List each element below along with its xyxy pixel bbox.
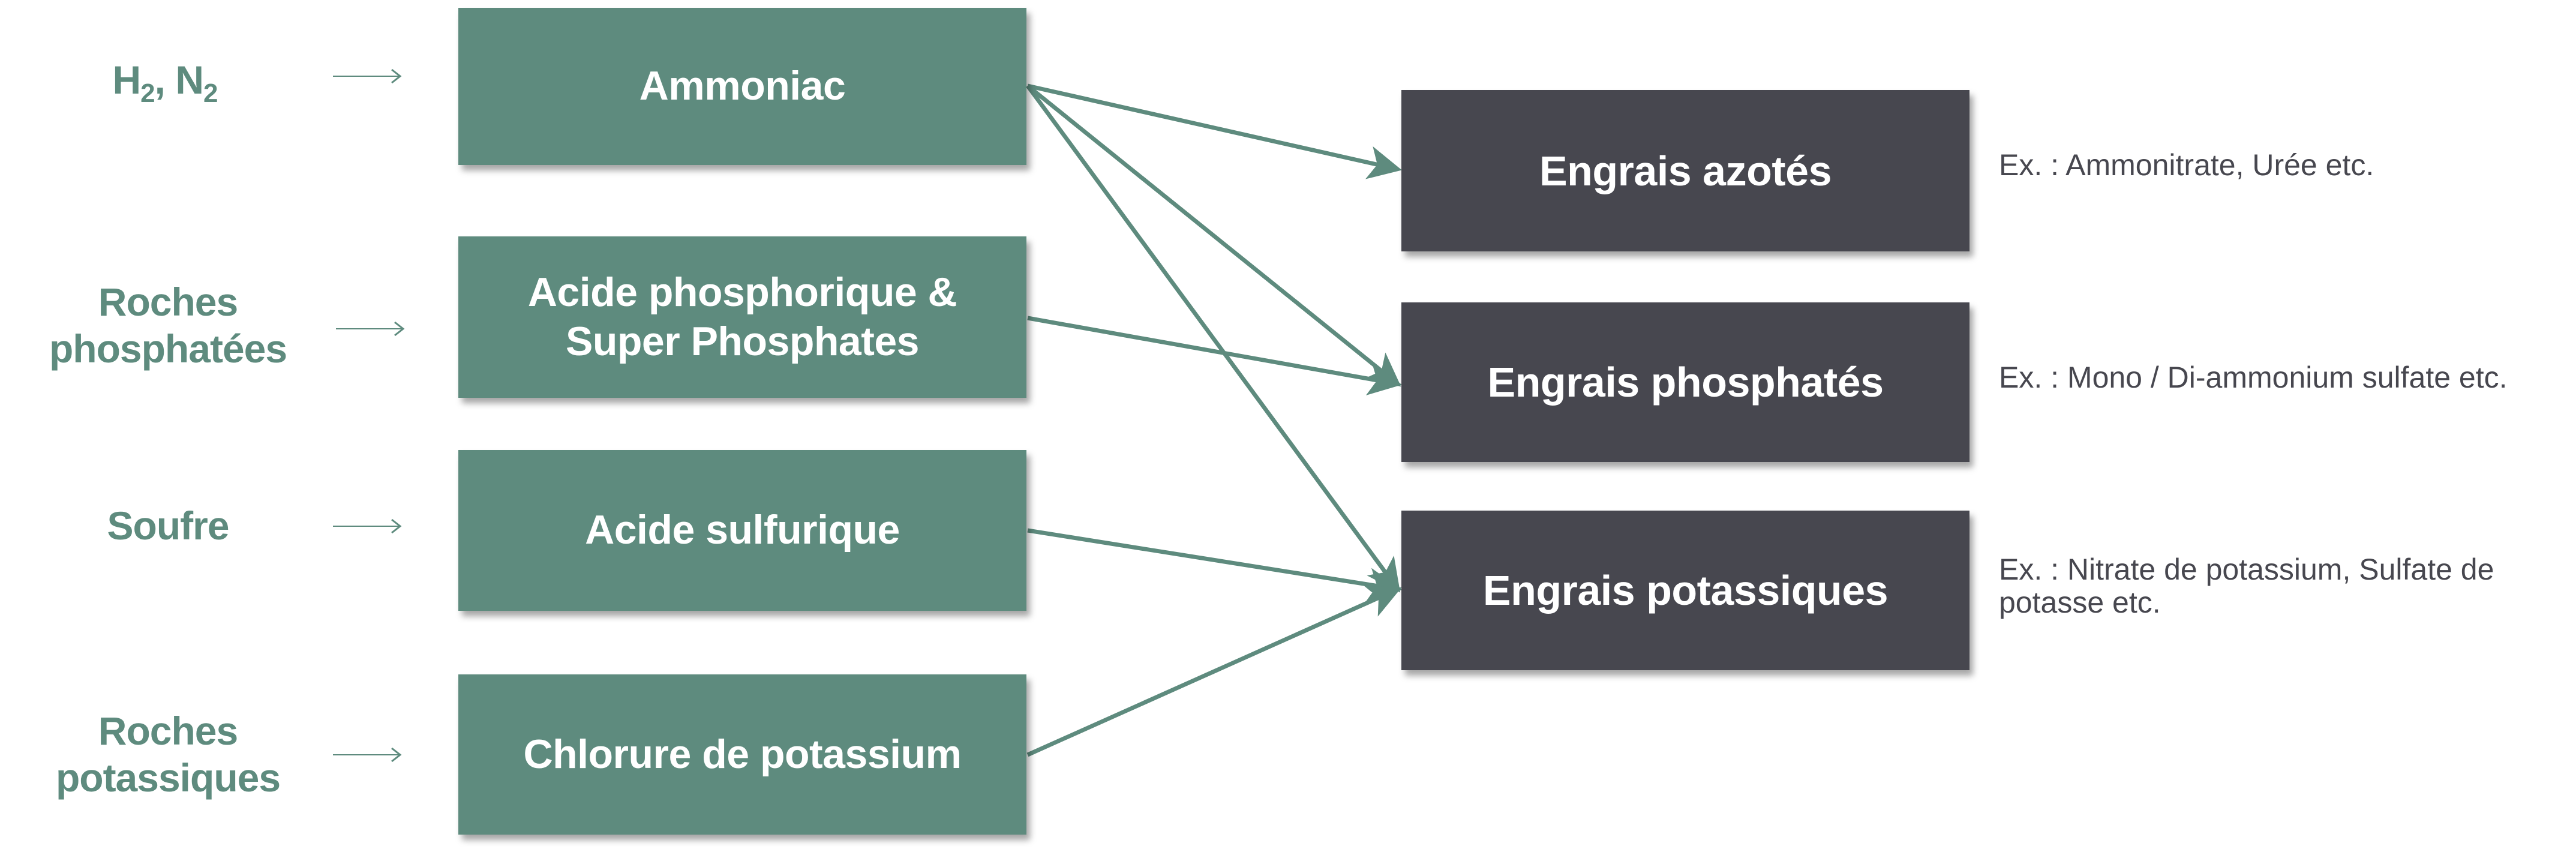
process-box-acide-sulfurique: Acide sulfurique [458,450,1026,611]
edge-acide_sulf-to-potassiques [1027,528,1402,601]
example-text-azotes: Ex. : Ammonitrate, Urée etc. [1999,149,2374,182]
edge-ammoniac-to-potassiques [1026,84,1401,593]
n-symbol: , N [154,58,204,102]
edge-kcl-to-potassiques [1026,586,1402,757]
example-line: potasse etc. [1999,586,2161,619]
source-label-soufre: Soufre [72,503,264,550]
process-box-chlorure-de-potassium: Chlorure de potassium [458,674,1026,835]
n-subscript: 2 [203,79,218,108]
box-label: Acide sulfurique [585,507,900,553]
process-box-acide-phosphorique: Acide phosphorique & Super Phosphates [458,236,1026,398]
example-line: Ex. : Ammonitrate, Urée etc. [1999,148,2374,182]
box-label: Engrais phosphatés [1487,359,1884,406]
box-label: Engrais azotés [1539,147,1832,194]
source-label-roches-phosphatees: Roches phosphatées [12,279,324,373]
arrow-right-icon [333,518,402,534]
example-text-phosphates: Ex. : Mono / Di-ammonium sulfate etc. [1999,361,2508,394]
example-line: Ex. : Mono / Di-ammonium sulfate etc. [1999,361,2508,394]
arrow-right-icon [333,747,402,763]
edge-ammoniac-to-phosphates [1026,84,1401,387]
fertilizer-box-azotes: Engrais azotés [1401,90,1969,251]
h-symbol: H [112,58,142,102]
process-box-ammoniac: Ammoniac [458,8,1026,165]
example-line: Ex. : Nitrate de potassium, Sulfate de [1999,553,2494,586]
box-label: Engrais potassiques [1482,567,1889,614]
example-text-potassiques: Ex. : Nitrate de potassium, Sulfate de p… [1999,553,2494,619]
source-label-line: phosphatées [49,326,287,371]
fertilizer-box-potassiques: Engrais potassiques [1401,511,1969,670]
fertilizer-box-phosphates: Engrais phosphatés [1401,302,1969,462]
source-label-line: potassiques [55,755,281,800]
box-label: Super Phosphates [565,318,920,364]
edge-acide_phos-to-phosphates [1027,316,1402,395]
edge-ammoniac-to-azotes [1027,83,1402,179]
source-label-h2-n2: H2, N2 [90,57,240,109]
source-label-line: Roches [98,280,238,324]
box-label: Acide phosphorique & [527,269,957,315]
arrow-right-icon [333,68,402,84]
source-label-roches-potassiques: Roches potassiques [24,708,312,802]
arrow-right-icon [336,321,405,337]
h-subscript: 2 [140,79,155,108]
box-label: Ammoniac [639,63,846,109]
source-label-line: Roches [98,709,238,753]
box-label: Chlorure de potassium [523,731,962,777]
source-label-line: Soufre [107,503,229,548]
